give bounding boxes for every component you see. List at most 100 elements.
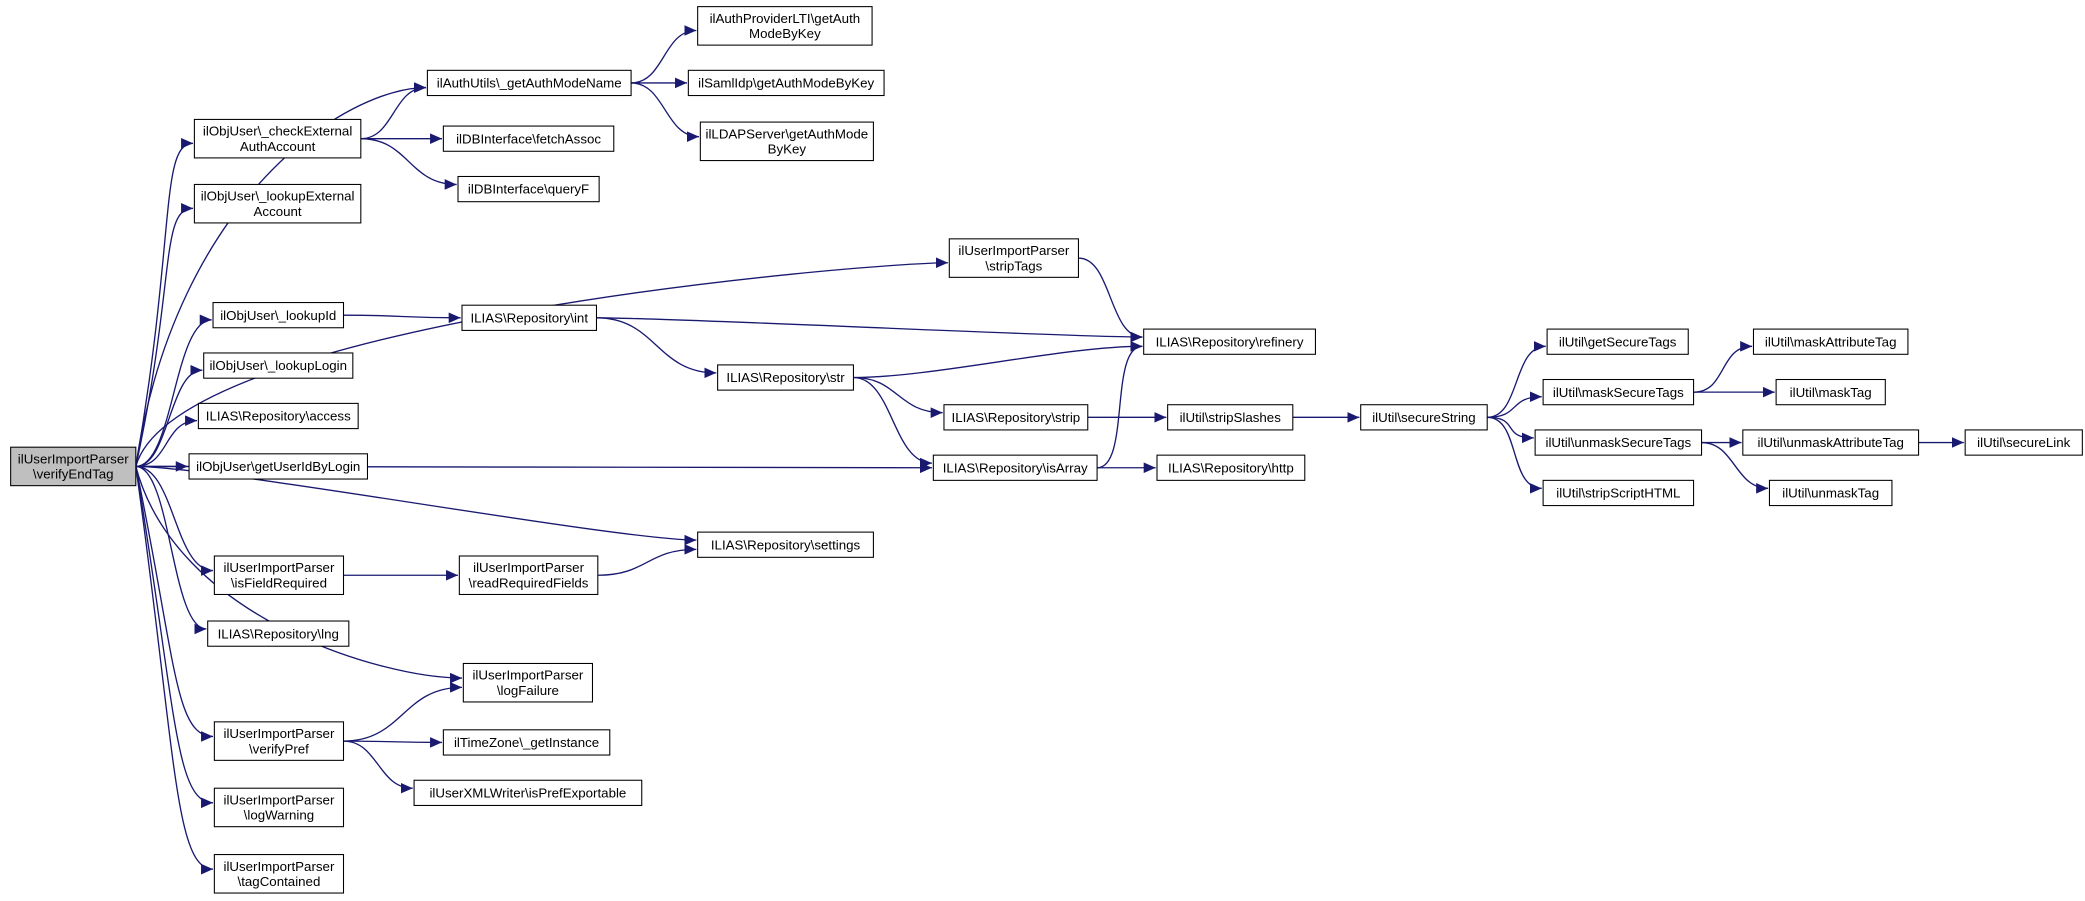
graph-node-unmaskAttributeTag[interactable]: ilUtil\unmaskAttributeTag [1742, 429, 1920, 456]
node-label: ilSamlIdp\getAuthModeByKey [698, 76, 874, 91]
graph-node-isFieldRequired[interactable]: ilUserImportParser\isFieldRequired [213, 555, 345, 596]
node-box[interactable] [1143, 328, 1316, 355]
node-label: ilObjUser\_lookupId [220, 308, 336, 323]
edge-str-to-strip [853, 376, 943, 418]
graph-node-access[interactable]: ILIAS\Repository\access [197, 402, 359, 430]
node-box[interactable] [442, 729, 611, 756]
node-box[interactable] [1775, 378, 1886, 406]
node-box[interactable] [197, 402, 359, 430]
node-label: \verifyPref [249, 741, 309, 756]
node-label: ilDBInterface\queryF [468, 182, 589, 197]
node-box[interactable] [213, 787, 345, 828]
node-box[interactable] [687, 69, 885, 97]
edge-secureString-to-unmaskSecureTags [1487, 416, 1534, 444]
edge-int-to-str [596, 317, 717, 379]
graph-node-getSecureTags[interactable]: ilUtil\getSecureTags [1546, 328, 1689, 355]
node-box[interactable] [212, 302, 345, 329]
graph-node-str[interactable]: ILIAS\Repository\str [717, 364, 854, 391]
node-box[interactable] [1742, 429, 1920, 456]
graph-node-logFailure[interactable]: ilUserImportParser\logFailure [462, 662, 594, 703]
graph-node-strip[interactable]: ILIAS\Repository\strip [943, 404, 1089, 431]
graph-node-getAuthModeName[interactable]: ilAuthUtils\_getAuthModeName [426, 69, 632, 97]
node-box[interactable] [193, 183, 362, 224]
graph-node-http[interactable]: ILIAS\Repository\http [1156, 454, 1306, 481]
node-box[interactable] [458, 555, 599, 596]
graph-node-getInstance[interactable]: ilTimeZone\_getInstance [442, 729, 611, 756]
node-box[interactable] [213, 721, 345, 761]
graph-node-settings[interactable]: ILIAS\Repository\settings [697, 531, 874, 558]
graph-node-unmaskTag[interactable]: ilUtil\unmaskTag [1768, 479, 1893, 507]
node-box[interactable] [213, 555, 345, 596]
edge-verifyPref-to-getInstance [343, 737, 443, 748]
node-box[interactable] [1546, 328, 1689, 355]
graph-node-stripScriptHTML[interactable]: ilUtil\stripScriptHTML [1542, 479, 1695, 507]
graph-node-stripTags[interactable]: ilUserImportParser\stripTags [948, 238, 1079, 278]
node-box[interactable] [1768, 479, 1893, 507]
node-box[interactable] [1964, 429, 2083, 456]
node-box[interactable] [943, 404, 1089, 431]
graph-node-ldapGetAuthModeByKey[interactable]: ilLDAPServer\getAuthModeByKey [699, 121, 874, 162]
node-box[interactable] [188, 453, 369, 480]
graph-node-maskAttributeTag[interactable]: ilUtil\maskAttributeTag [1752, 328, 1909, 355]
graph-node-isPrefExportable[interactable]: ilUserXMLWriter\isPrefExportable [413, 779, 643, 806]
graph-node-queryF[interactable]: ilDBInterface\queryF [457, 175, 600, 203]
edge-str-to-refinery [853, 341, 1143, 379]
graph-node-stripSlashes[interactable]: ilUtil\stripSlashes [1167, 404, 1294, 431]
node-box[interactable] [207, 620, 350, 647]
graph-node-maskSecureTags[interactable]: ilUtil\maskSecureTags [1542, 378, 1695, 406]
node-box[interactable] [1542, 378, 1695, 406]
edge-verifyEndTag-to-verifyPref [135, 466, 214, 742]
graph-node-secureString[interactable]: ilUtil\secureString [1360, 404, 1488, 431]
node-box[interactable] [203, 352, 354, 379]
node-box[interactable] [213, 854, 345, 894]
graph-node-lookupLogin[interactable]: ilObjUser\_lookupLogin [203, 352, 354, 379]
node-box[interactable] [461, 304, 598, 331]
node-box[interactable] [1156, 454, 1306, 481]
node-box[interactable] [442, 125, 615, 152]
node-box[interactable] [1542, 479, 1695, 507]
node-label: \stripTags [985, 258, 1042, 273]
graph-node-tagContained[interactable]: ilUserImportParser\tagContained [213, 854, 345, 894]
node-box[interactable] [462, 662, 594, 703]
graph-node-int[interactable]: ILIAS\Repository\int [461, 304, 598, 331]
graph-node-lng[interactable]: ILIAS\Repository\lng [207, 620, 350, 647]
node-box[interactable] [948, 238, 1079, 278]
graph-node-isArray[interactable]: ILIAS\Repository\isArray [932, 454, 1098, 481]
graph-node-maskTag[interactable]: ilUtil\maskTag [1775, 378, 1886, 406]
node-box[interactable] [413, 779, 643, 806]
node-box[interactable] [426, 69, 632, 97]
node-box[interactable] [1534, 429, 1703, 456]
edge-getAuthModeName-to-ltiGetAuthModeByKey [631, 25, 697, 84]
node-box[interactable] [699, 121, 874, 162]
edge-checkExternalAuthAccount-to-queryF [360, 138, 457, 190]
node-box[interactable] [193, 118, 362, 159]
graph-node-samlGetAuthModeByKey[interactable]: ilSamlIdp\getAuthModeByKey [687, 69, 885, 97]
graph-node-unmaskSecureTags[interactable]: ilUtil\unmaskSecureTags [1534, 429, 1703, 456]
node-box[interactable] [457, 175, 600, 203]
node-box[interactable] [697, 531, 874, 558]
graph-node-getUserIdByLogin[interactable]: ilObjUser\getUserIdByLogin [188, 453, 369, 480]
node-box[interactable] [1752, 328, 1909, 355]
node-box[interactable] [1167, 404, 1294, 431]
graph-node-ltiGetAuthModeByKey[interactable]: ilAuthProviderLTI\getAuthModeByKey [697, 6, 873, 46]
edge-readRequiredFields-to-settings [597, 544, 697, 576]
graph-node-logWarning[interactable]: ilUserImportParser\logWarning [213, 787, 345, 828]
node-box[interactable] [932, 454, 1098, 481]
graph-node-refinery[interactable]: ILIAS\Repository\refinery [1143, 328, 1316, 355]
node-box[interactable] [1360, 404, 1488, 431]
node-label: \verifyEndTag [33, 467, 114, 482]
edge-unmaskSecureTags-to-unmaskTag [1701, 441, 1769, 494]
graph-node-lookupId[interactable]: ilObjUser\_lookupId [212, 302, 345, 329]
node-label: ILIAS\Repository\access [206, 409, 351, 424]
graph-node-secureLink[interactable]: ilUtil\secureLink [1964, 429, 2083, 456]
edge-verifyEndTag-to-tagContained [135, 466, 214, 875]
graph-node-verifyPref[interactable]: ilUserImportParser\verifyPref [213, 721, 345, 761]
graph-node-readRequiredFields[interactable]: ilUserImportParser\readRequiredFields [458, 555, 599, 596]
edge-verifyEndTag-to-access [135, 415, 198, 468]
node-box[interactable] [697, 6, 873, 46]
node-label: ilUtil\stripScriptHTML [1556, 486, 1680, 501]
node-box[interactable] [717, 364, 854, 391]
graph-node-fetchAssoc[interactable]: ilDBInterface\fetchAssoc [442, 125, 615, 152]
